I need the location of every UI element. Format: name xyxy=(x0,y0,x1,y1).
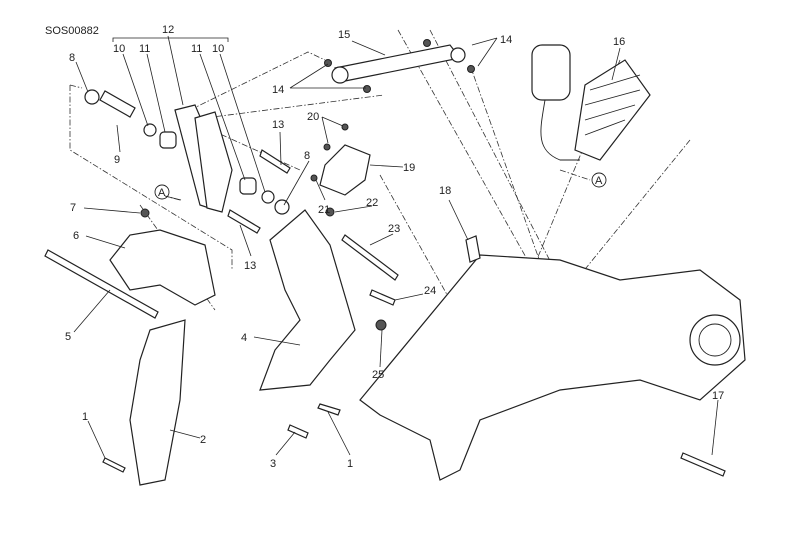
callout-23: 23 xyxy=(388,223,400,235)
shock-absorber-part xyxy=(574,59,651,161)
tie-rod-part xyxy=(334,44,462,83)
plate-part xyxy=(259,209,356,391)
callout-20: 20 xyxy=(307,111,319,123)
diagram-code: SOS00882 xyxy=(45,25,99,37)
callout-17: 17 xyxy=(712,390,724,402)
mount-part xyxy=(319,144,371,196)
callout-4: 4 xyxy=(241,332,247,344)
shock-reservoir-part xyxy=(531,44,571,101)
bracket-part xyxy=(109,229,216,306)
callout-1: 1 xyxy=(347,458,353,470)
hanger-part xyxy=(129,319,186,486)
callout-2: 2 xyxy=(200,434,206,446)
callout-19: 19 xyxy=(403,162,415,174)
callout-8: 8 xyxy=(304,150,310,162)
callout-10: 10 xyxy=(113,43,125,55)
callout-6: 6 xyxy=(73,230,79,242)
axle-bolt-part xyxy=(680,452,726,477)
callout-labels: 12 10 11 11 10 8 9 13 15 14 14 16 20 8 1… xyxy=(65,24,724,470)
callout-15: 15 xyxy=(338,29,350,41)
callout-13: 13 xyxy=(272,119,284,131)
svg-text:A: A xyxy=(158,187,166,199)
callout-22: 22 xyxy=(366,197,378,209)
swingarm-part xyxy=(359,254,746,481)
callout-11: 11 xyxy=(191,43,202,55)
callout-1: 1 xyxy=(82,411,88,423)
svg-text:A: A xyxy=(595,175,603,187)
callout-10: 10 xyxy=(212,43,224,55)
callout-25: 25 xyxy=(372,369,384,381)
reference-marker-a-right: A xyxy=(591,172,607,188)
callout-14: 14 xyxy=(272,84,284,96)
callout-18: 18 xyxy=(439,185,451,197)
callout-8: 8 xyxy=(69,52,75,64)
leader-lines xyxy=(73,35,719,459)
callout-12: 12 xyxy=(162,24,174,36)
reference-marker-a-left: A xyxy=(154,184,170,200)
callout-11: 11 xyxy=(139,43,150,55)
callout-21: 21 xyxy=(318,204,330,216)
callout-24: 24 xyxy=(424,285,436,297)
long-bolt-part xyxy=(44,249,159,319)
callout-7: 7 xyxy=(70,202,76,214)
spacer-part xyxy=(99,90,136,118)
callout-14: 14 xyxy=(500,34,512,46)
parts xyxy=(44,39,746,486)
group-bracket xyxy=(112,37,229,42)
washer-part xyxy=(84,89,100,105)
callout-9: 9 xyxy=(114,154,120,166)
callout-5: 5 xyxy=(65,331,71,343)
callout-16: 16 xyxy=(613,36,625,48)
callout-13: 13 xyxy=(244,260,256,272)
callout-3: 3 xyxy=(270,458,276,470)
